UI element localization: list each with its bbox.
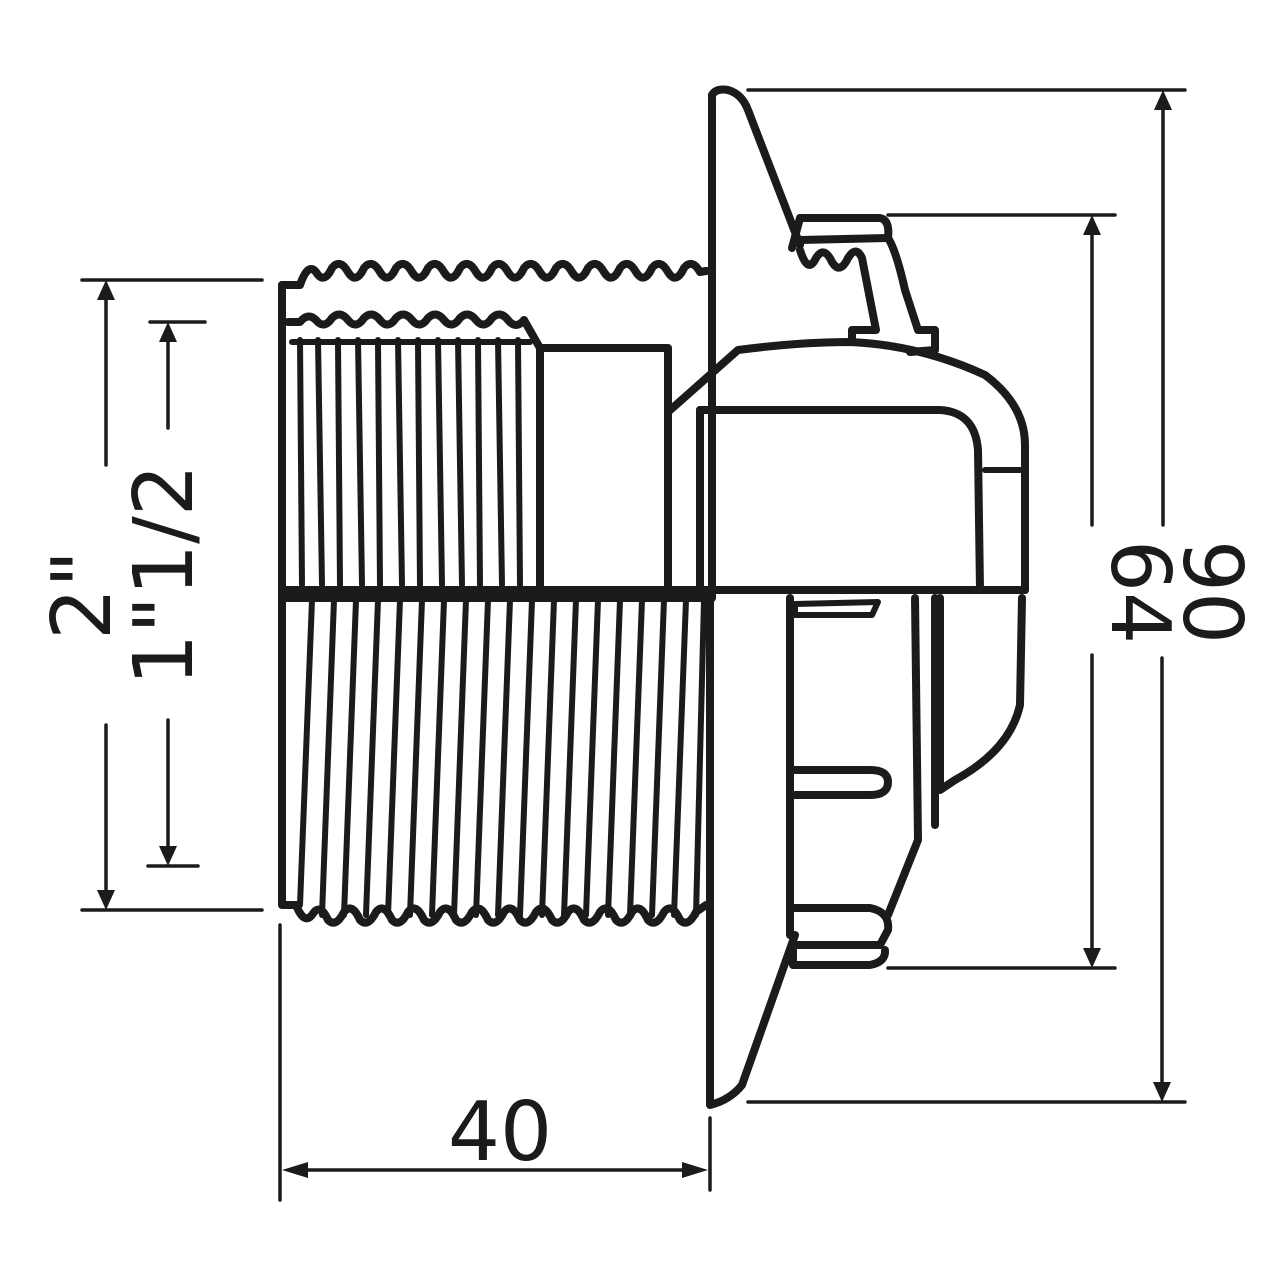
dimension-2-inch: 2" [35, 278, 264, 912]
dimension-1-1-2-inch: 1"1/2 [117, 320, 212, 868]
dimension-label-90: 90 [1164, 540, 1259, 644]
lower-ribs [297, 597, 707, 918]
upper-ribs [297, 337, 523, 588]
dimension-90: 90 [746, 88, 1259, 1104]
dimension-label-1-1-2-inch: 1"1/2 [117, 464, 212, 686]
top-clip [788, 214, 939, 356]
dimension-label-2-inch: 2" [35, 550, 130, 640]
dimension-64: 64 [886, 213, 1187, 970]
nozzle-head [664, 338, 1029, 969]
dimension-40: 40 [278, 923, 712, 1202]
dimension-label-64: 64 [1092, 540, 1187, 644]
flange [706, 85, 804, 1109]
dimension-label-40: 40 [448, 1085, 552, 1180]
threaded-body [278, 91, 1029, 927]
